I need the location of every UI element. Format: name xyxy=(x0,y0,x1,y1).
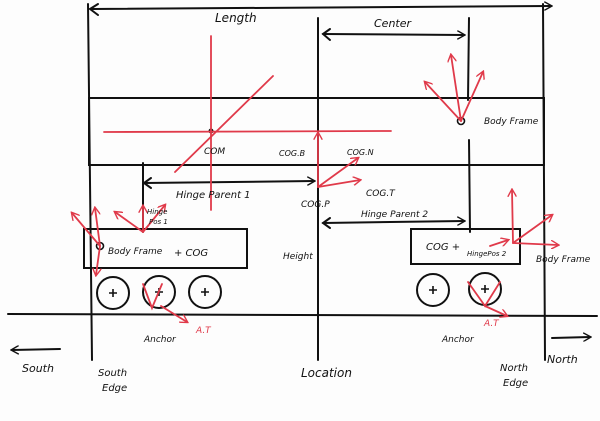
cog-right-label: COG + xyxy=(426,242,460,253)
hinge-parent-2-dimension xyxy=(322,221,464,223)
cog-n-label: COG.N xyxy=(347,148,374,157)
main-body-frame xyxy=(88,97,545,166)
at-right-label: A.T xyxy=(483,319,500,329)
cog-t-label: COG.T xyxy=(366,189,396,199)
north-label: North xyxy=(547,353,578,366)
right-bogie-frame xyxy=(410,228,521,265)
hinge-pos-right-label: HingePos 2 xyxy=(467,250,507,258)
center-line xyxy=(467,17,470,101)
com-axis-horizontal xyxy=(103,130,392,133)
anchor-right-label: Anchor xyxy=(441,335,475,345)
center-dimension xyxy=(322,34,464,35)
length-label: Length xyxy=(215,11,257,25)
south-edge-label-b: Edge xyxy=(102,383,127,394)
center-label: Center xyxy=(374,17,413,30)
south-edge-label-a: South xyxy=(98,368,127,379)
north-edge-label-a: North xyxy=(500,363,528,374)
com-label: COM xyxy=(204,147,225,157)
cog-b-label: COG.B xyxy=(279,149,305,158)
body-frame-top-label: Body Frame xyxy=(484,117,539,127)
left-bogie-frame xyxy=(83,228,248,269)
length-dimension xyxy=(91,6,551,9)
hinge-parent-2-label: Hinge Parent 2 xyxy=(361,210,428,220)
body-frame-right-label: Body Frame xyxy=(536,255,591,265)
ground-line xyxy=(7,313,598,317)
at-left-label: A.T xyxy=(195,326,212,336)
hinge-pos-1-label-a: Hinge xyxy=(147,208,167,216)
height-label: Height xyxy=(283,252,313,262)
south-edge-line xyxy=(87,3,93,361)
south-label: South xyxy=(22,362,54,375)
com-axis-diagonal xyxy=(174,75,274,173)
wheel xyxy=(142,275,176,309)
south-arrow xyxy=(12,349,61,350)
location-label: Location xyxy=(301,366,352,380)
hinge-pos-1-label-b: Pos 1 xyxy=(149,218,168,226)
hinge-parent-1-label: Hinge Parent 1 xyxy=(176,190,251,201)
north-edge-line xyxy=(542,3,546,361)
cog-p-label: COG.P xyxy=(301,200,330,210)
north-arrow xyxy=(551,337,590,338)
wheel xyxy=(188,275,222,309)
north-edge-label-b: Edge xyxy=(503,378,528,389)
hinge-post-right xyxy=(468,139,471,233)
wheel xyxy=(96,276,130,310)
body-frame-left-label: Body Frame xyxy=(108,247,163,257)
anchor-left-label: Anchor xyxy=(143,335,177,345)
hinge-parent-1-dimension xyxy=(143,181,314,183)
cog-left-label: + COG xyxy=(174,248,208,259)
wheel xyxy=(416,273,450,307)
